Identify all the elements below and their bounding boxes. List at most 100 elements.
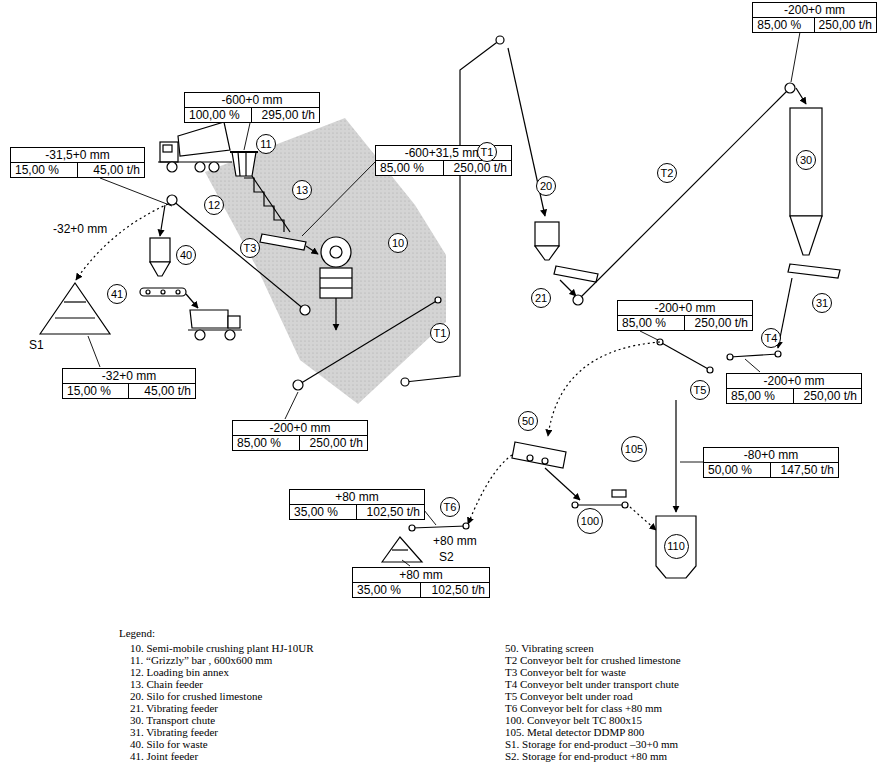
stockpile bbox=[40, 283, 110, 334]
size-class: T4 bbox=[765, 332, 778, 344]
size-class: -200+0 mm bbox=[233, 421, 367, 436]
callout-number: 31 bbox=[812, 293, 832, 313]
size-label: -32+0 mm bbox=[52, 222, 108, 236]
stockpile bbox=[382, 537, 422, 562]
callout-number: T6 bbox=[440, 497, 460, 517]
legend-entry: S2. Storage for end-product +80 mm bbox=[505, 750, 667, 762]
percent-value: 85,00 % bbox=[727, 389, 794, 403]
size-class: T2 bbox=[661, 167, 674, 179]
silo bbox=[535, 222, 598, 296]
legend-entry: 105. Metal detector DDMP 800 bbox=[505, 726, 644, 738]
legend-entry: 100. Conveyor belt TC 800x15 bbox=[505, 714, 642, 726]
data-box: -80+0 mm50,00 %147,50 t/h bbox=[703, 447, 839, 478]
data-box: -600+0 mm100,00 %295,00 t/h bbox=[184, 92, 320, 123]
size-class: T1 bbox=[481, 146, 494, 158]
size-class: -600+0 mm bbox=[185, 93, 319, 108]
legend-entry: T3 Conveyor belt for waste bbox=[505, 666, 626, 678]
dump-truck bbox=[158, 122, 232, 172]
callout-number: 21 bbox=[531, 288, 551, 308]
legend-entry: 21. Vibrating feeder bbox=[130, 702, 218, 714]
flow-rate: 102,50 t/h bbox=[357, 505, 424, 519]
legend-entry: 11. “Grizzly” bar , 600x600 mm bbox=[130, 654, 272, 666]
callout-number: 10 bbox=[388, 233, 408, 253]
flow-rate: 45,00 t/h bbox=[129, 384, 195, 398]
flow-rate: 250,00 t/h bbox=[794, 389, 861, 403]
bin bbox=[656, 516, 696, 578]
leader-lines bbox=[88, 32, 800, 566]
size-class: +80 mm bbox=[353, 568, 489, 583]
size-class: 21 bbox=[535, 292, 547, 304]
size-class: 11 bbox=[260, 138, 271, 150]
data-box: +80 mm35,00 %102,50 t/h bbox=[289, 489, 425, 520]
loading-bin bbox=[230, 152, 258, 176]
size-class: 13 bbox=[296, 184, 308, 196]
callout-number: T2 bbox=[657, 163, 677, 183]
metal-detector bbox=[612, 490, 626, 497]
size-class: 110 bbox=[667, 540, 685, 552]
legend-entry: 50. Vibrating screen bbox=[505, 642, 594, 654]
callout-number: 41 bbox=[107, 284, 127, 304]
storage-label: S1 bbox=[28, 338, 45, 352]
size-class: 40 bbox=[180, 249, 192, 261]
callout-number: 11 bbox=[256, 134, 276, 154]
percent-value: 15,00 % bbox=[63, 384, 129, 398]
data-box: -200+0 mm85,00 %250,00 t/h bbox=[617, 300, 753, 331]
size-label: +80 mm bbox=[432, 534, 478, 548]
size-class: T5 bbox=[694, 384, 707, 396]
data-box: -200+0 mm85,00 %250,00 t/h bbox=[232, 420, 368, 451]
percent-value: 35,00 % bbox=[290, 505, 357, 519]
data-box: +80 mm35,00 %102,50 t/h bbox=[352, 567, 490, 598]
callout-number: 110 bbox=[664, 534, 689, 559]
flow-rate: 250,00 t/h bbox=[300, 436, 367, 450]
percent-value: 85,00 % bbox=[233, 436, 300, 450]
crusher bbox=[320, 237, 352, 330]
size-class: 20 bbox=[540, 180, 552, 192]
data-box: -200+0 mm85,00 %250,00 t/h bbox=[726, 373, 862, 404]
size-class: T3 bbox=[244, 242, 257, 254]
size-class: 50 bbox=[522, 415, 534, 427]
legend-entry: 20. Silo for crushed limestone bbox=[130, 690, 262, 702]
legend-entry: 12. Loading bin annex bbox=[130, 666, 229, 678]
callout-number: T1 bbox=[477, 142, 497, 162]
size-class: -200+0 mm bbox=[618, 301, 752, 316]
percent-value: 85,00 % bbox=[376, 161, 444, 175]
size-class: -200+0 mm bbox=[727, 374, 861, 389]
size-class: 100 bbox=[581, 515, 599, 527]
size-class: -200+0 mm bbox=[753, 3, 876, 18]
data-box: -32+0 mm15,00 %45,00 t/h bbox=[62, 368, 196, 399]
callout-number: 100 bbox=[577, 508, 603, 534]
size-class: 31 bbox=[816, 297, 828, 309]
callout-number: 50 bbox=[518, 411, 538, 431]
flow-rate: 250,00 t/h bbox=[685, 316, 752, 330]
size-class: 10 bbox=[392, 237, 404, 249]
size-class: 41 bbox=[111, 288, 123, 300]
percent-value: 50,00 % bbox=[704, 463, 771, 477]
callout-number: T5 bbox=[690, 380, 710, 400]
callout-number: 105 bbox=[621, 436, 647, 462]
callout-number: 30 bbox=[796, 150, 816, 170]
callout-number: 13 bbox=[292, 180, 312, 200]
percent-value: 100,00 % bbox=[185, 108, 252, 122]
legend-entry: 31. Vibrating feeder bbox=[130, 726, 218, 738]
percent-value: 85,00 % bbox=[753, 18, 814, 32]
crushing-plant-area bbox=[205, 118, 446, 404]
legend-entry: S1. Storage for end-product –30+0 mm bbox=[505, 738, 678, 750]
legend-entry: T2 Conveyor belt for crushed limestone bbox=[505, 654, 681, 666]
flow-rate: 45,00 t/h bbox=[78, 163, 145, 177]
flow-rate: 295,00 t/h bbox=[252, 108, 319, 122]
callout-number: T1 bbox=[430, 323, 450, 343]
percent-value: 15,00 % bbox=[11, 163, 78, 177]
size-class: T6 bbox=[444, 501, 457, 513]
chain-feeder bbox=[244, 178, 284, 232]
flow-rate: 250,00 t/h bbox=[444, 161, 512, 175]
legend-entry: 41. Joint feeder bbox=[130, 750, 198, 762]
grizzly-feeder bbox=[260, 234, 306, 250]
callout-number: T4 bbox=[761, 328, 781, 348]
flow-rate: 250,00 t/h bbox=[815, 18, 876, 32]
legend-entry: T6 Conveyor belt for class +80 mm bbox=[505, 702, 662, 714]
percent-value: 35,00 % bbox=[353, 583, 421, 597]
size-class: +80 mm bbox=[290, 490, 424, 505]
flow-rate: 102,50 t/h bbox=[421, 583, 489, 597]
size-class: T1 bbox=[434, 327, 447, 339]
legend-entry: T4 Conveyor belt under transport chute bbox=[505, 678, 679, 690]
